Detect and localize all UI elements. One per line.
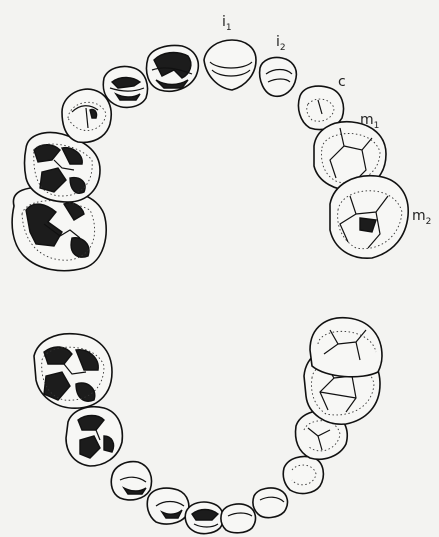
lower-left-premolar-2 <box>111 462 151 500</box>
upper-incisor-2 <box>260 57 297 96</box>
lower-right-canine <box>283 456 323 493</box>
label-i1: i1 <box>222 14 232 33</box>
lower-right-molar-2 <box>310 318 382 377</box>
upper-left-canine <box>147 46 199 92</box>
label-c: c <box>338 74 346 90</box>
label-m2: m2 <box>412 208 431 227</box>
upper-arch <box>12 40 408 271</box>
lower-incisor-2 <box>253 488 288 518</box>
lower-left-premolar-1 <box>147 488 189 524</box>
lower-left-molar-1 <box>66 407 122 466</box>
label-i2: i2 <box>276 34 286 53</box>
lower-incisor-1 <box>221 504 256 533</box>
upper-left-molar-1 <box>25 133 101 202</box>
lower-arch <box>34 318 382 534</box>
upper-right-molar-2 <box>330 176 408 258</box>
lower-left-canine <box>185 502 223 534</box>
upper-incisor-1 <box>204 40 256 90</box>
upper-left-premolar-1 <box>103 66 147 107</box>
upper-left-premolar-2 <box>62 89 111 142</box>
lower-left-molar-2 <box>34 334 112 409</box>
